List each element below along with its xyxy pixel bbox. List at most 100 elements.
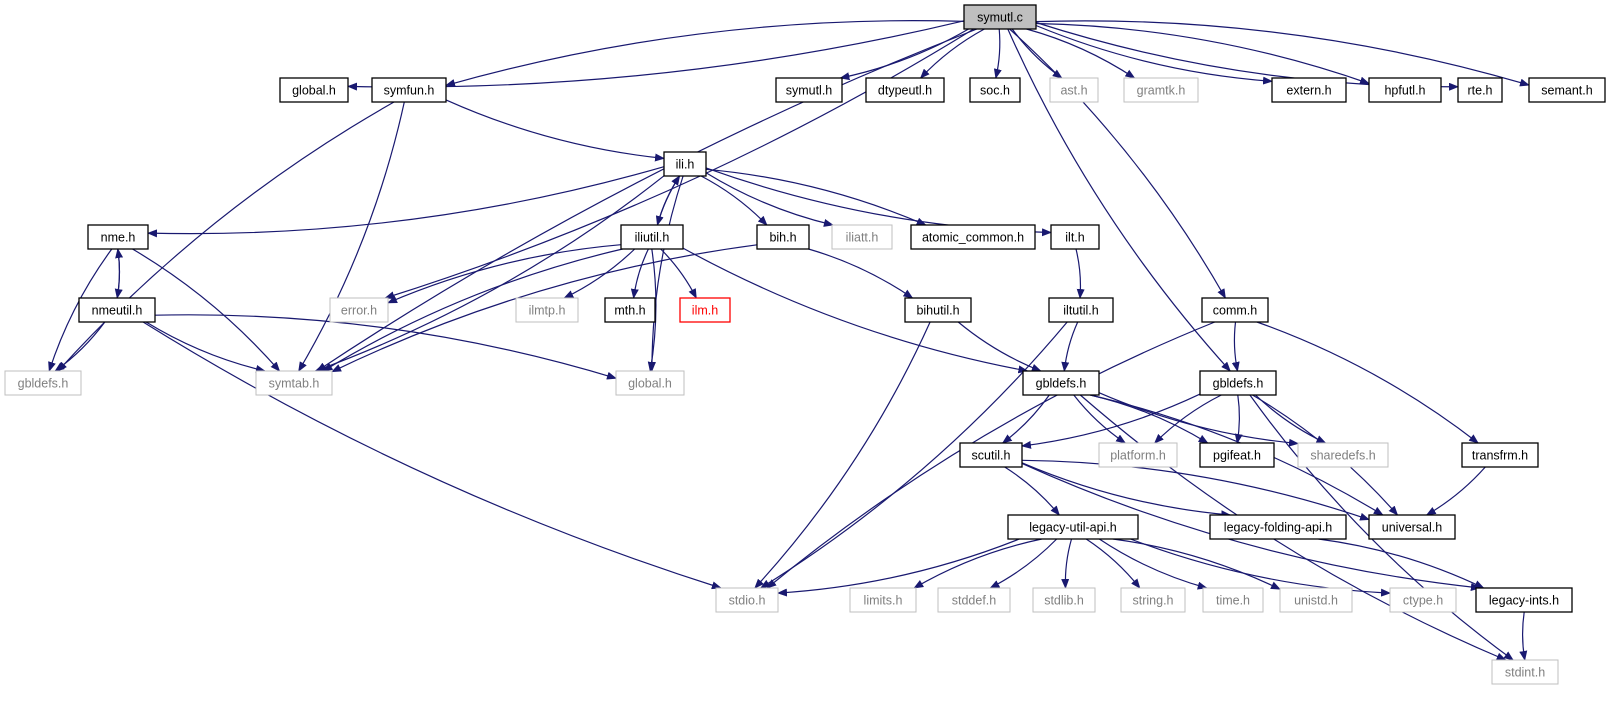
node-ilm-h[interactable]: ilm.h xyxy=(679,297,731,323)
node-box xyxy=(255,370,333,396)
node-rte-h[interactable]: rte.h xyxy=(1457,77,1503,103)
node-sharedefs-h[interactable]: sharedefs.h xyxy=(1297,442,1389,468)
edge-nme-h-to-symtab-h xyxy=(132,248,281,372)
node-dtypeutl-h[interactable]: dtypeutl.h xyxy=(865,77,945,103)
node-scutil-h[interactable]: scutil.h xyxy=(959,442,1023,468)
node-transfrm-h[interactable]: transfrm.h xyxy=(1461,442,1539,468)
edge-symutl-c-to-rte-h xyxy=(1035,21,1459,91)
node-ctype-h[interactable]: ctype.h xyxy=(1389,587,1457,613)
edge-symutl-c-to-dtypeutl-h xyxy=(919,28,985,79)
node-gbldefs-h-left[interactable]: gbldefs.h xyxy=(4,370,82,396)
edge-bih-h-to-symtab-h xyxy=(331,244,758,373)
node-ili-h[interactable]: ili.h xyxy=(663,151,707,177)
node-label: iltutil.h xyxy=(1063,304,1098,318)
node-semant-h[interactable]: semant.h xyxy=(1528,77,1606,103)
node-global-h-top[interactable]: global.h xyxy=(279,77,349,103)
edge-symutl-c-to-comm-h xyxy=(1009,28,1226,299)
edge-comm-h-to-transfrm-h xyxy=(1256,321,1479,444)
node-box xyxy=(963,4,1037,30)
node-ilmtp-h[interactable]: ilmtp.h xyxy=(515,297,579,323)
edge-ili-h-to-global-h-mid xyxy=(647,175,684,372)
node-stdint-h[interactable]: stdint.h xyxy=(1491,659,1559,685)
node-box xyxy=(904,297,972,323)
node-label: ili.h xyxy=(676,158,695,172)
node-limits-h[interactable]: limits.h xyxy=(849,587,917,613)
node-label: ilt.h xyxy=(1065,231,1085,245)
node-ilt-h[interactable]: ilt.h xyxy=(1050,224,1100,250)
node-global-h-mid[interactable]: global.h xyxy=(615,370,685,396)
node-comm-h[interactable]: comm.h xyxy=(1201,297,1269,323)
node-time-h[interactable]: time.h xyxy=(1202,587,1264,613)
node-stdlib-h[interactable]: stdlib.h xyxy=(1032,587,1096,613)
node-atomic-common-h[interactable]: atomic_common.h xyxy=(910,224,1036,250)
node-error-h[interactable]: error.h xyxy=(329,297,389,323)
node-gbldefs-h-b[interactable]: gbldefs.h xyxy=(1199,370,1277,396)
node-box xyxy=(1271,77,1347,103)
node-label: error.h xyxy=(341,304,377,318)
node-symfun-h[interactable]: symfun.h xyxy=(371,77,447,103)
node-label: legacy-util-api.h xyxy=(1029,521,1117,535)
node-platform-h[interactable]: platform.h xyxy=(1098,442,1178,468)
node-gramtk-h[interactable]: gramtk.h xyxy=(1123,77,1199,103)
node-box xyxy=(604,297,656,323)
edge-nme-h-to-gbldefs-h-left xyxy=(48,248,113,372)
node-iliutil-h[interactable]: iliutil.h xyxy=(620,224,684,250)
node-legacy-util-api-h[interactable]: legacy-util-api.h xyxy=(1007,514,1139,540)
node-box xyxy=(1032,587,1096,613)
edge-legacy-util-api-h-to-string-h xyxy=(1085,538,1141,589)
node-box xyxy=(679,297,731,323)
node-nme-h[interactable]: nme.h xyxy=(87,224,149,250)
node-box xyxy=(1528,77,1606,103)
node-stdio-h[interactable]: stdio.h xyxy=(715,587,779,613)
edge-nmeutil-h-to-stdio-h xyxy=(142,321,722,590)
edge-gbldefs-h-a-to-scutil-h xyxy=(1001,394,1050,444)
node-label: time.h xyxy=(1216,594,1250,608)
edge-nmeutil-h-to-global-h-mid xyxy=(154,314,617,380)
node-label: nme.h xyxy=(101,231,136,245)
node-symutl-c[interactable]: symutl.c xyxy=(963,4,1037,30)
node-label: iliutil.h xyxy=(635,231,670,245)
node-pgifeat-h[interactable]: pgifeat.h xyxy=(1199,442,1275,468)
node-mth-h[interactable]: mth.h xyxy=(604,297,656,323)
node-label: rte.h xyxy=(1467,84,1492,98)
node-legacy-folding-api-h[interactable]: legacy-folding-api.h xyxy=(1209,514,1347,540)
node-legacy-ints-h[interactable]: legacy-ints.h xyxy=(1475,587,1573,613)
node-label: global.h xyxy=(628,377,672,391)
edge-ili-h-to-symtab-h xyxy=(314,175,665,372)
edge-legacy-util-api-h-to-unistd-h xyxy=(1112,538,1281,590)
node-unistd-h[interactable]: unistd.h xyxy=(1279,587,1353,613)
edge-bihutil-h-to-gbldefs-h-a xyxy=(957,321,1042,372)
node-box xyxy=(1475,587,1573,613)
edge-gbldefs-h-a-to-stdint-h xyxy=(1079,394,1507,661)
node-soc-h[interactable]: soc.h xyxy=(969,77,1021,103)
node-box xyxy=(1457,77,1503,103)
node-iliatt-h[interactable]: iliatt.h xyxy=(831,224,893,250)
node-box xyxy=(4,370,82,396)
node-box xyxy=(1297,442,1389,468)
edge-symfun-h-to-symtab-h xyxy=(298,101,405,372)
edge-ili-h-to-bih-h xyxy=(700,175,768,226)
edge-gbldefs-h-b-to-platform-h xyxy=(1153,394,1222,444)
node-gbldefs-h-a[interactable]: gbldefs.h xyxy=(1022,370,1100,396)
node-symtab-h[interactable]: symtab.h xyxy=(255,370,333,396)
node-iltutil-h[interactable]: iltutil.h xyxy=(1048,297,1114,323)
node-nmeutil-h[interactable]: nmeutil.h xyxy=(78,297,156,323)
node-ast-h[interactable]: ast.h xyxy=(1049,77,1099,103)
node-label: stdint.h xyxy=(1505,666,1545,680)
node-symutl-h[interactable]: symutl.h xyxy=(775,77,843,103)
node-box xyxy=(1048,297,1114,323)
node-box xyxy=(1120,587,1186,613)
node-stddef-h[interactable]: stddef.h xyxy=(937,587,1011,613)
edge-iliutil-h-to-ili-h xyxy=(656,175,681,226)
node-universal-h[interactable]: universal.h xyxy=(1368,514,1456,540)
edge-nmeutil-h-to-gbldefs-h-left xyxy=(54,321,106,372)
node-box xyxy=(849,587,917,613)
node-box xyxy=(959,442,1023,468)
node-bihutil-h[interactable]: bihutil.h xyxy=(904,297,972,323)
node-string-h[interactable]: string.h xyxy=(1120,587,1186,613)
node-hpfutl-h[interactable]: hpfutl.h xyxy=(1368,77,1442,103)
node-extern-h[interactable]: extern.h xyxy=(1271,77,1347,103)
node-box xyxy=(329,297,389,323)
node-bih-h[interactable]: bih.h xyxy=(756,224,810,250)
